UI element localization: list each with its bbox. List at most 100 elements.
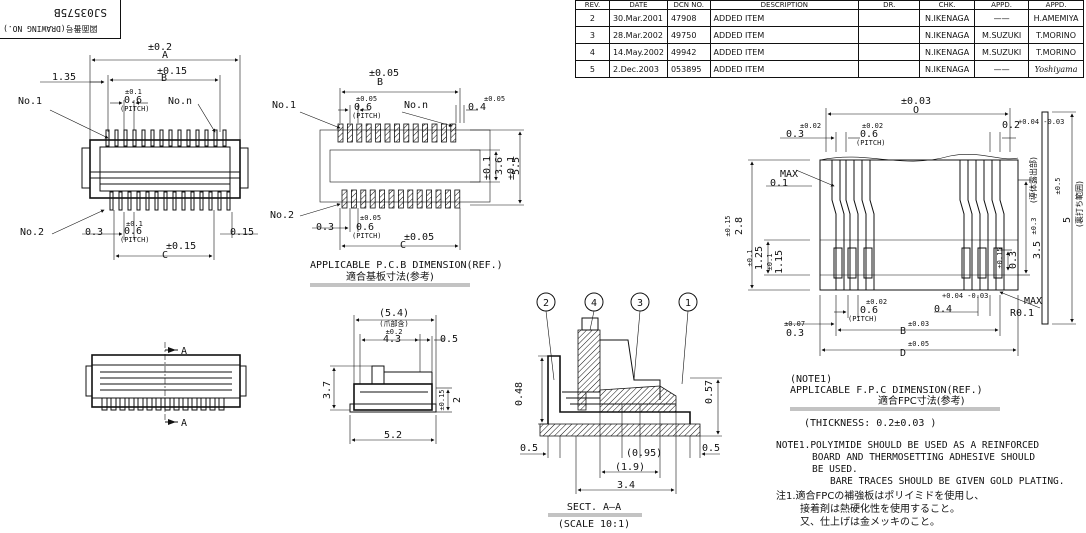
dim-b: B <box>161 73 167 84</box>
pitch-tol-bot: ±0.1 <box>126 220 143 228</box>
pcb-d04-tol: ±0.05 <box>484 95 505 103</box>
fpc-d35: 3.5 <box>1032 241 1043 259</box>
connector-pin <box>123 129 128 147</box>
pcb-pad <box>435 189 442 209</box>
pcb-pad <box>426 189 433 209</box>
connector-pin <box>132 129 137 147</box>
revision-cell-appd1: —— <box>973 60 1030 78</box>
pcb-d36-tol: ±0.1 <box>482 156 493 180</box>
front-pin <box>137 397 144 411</box>
fpc-max01-value: 0.1 <box>770 178 788 189</box>
fpc-note-head: (NOTE1) <box>790 374 832 385</box>
dim-a-tol: ±0.2 <box>148 42 172 53</box>
pcb-layout: ±0.05 B ±0.05 0.6 (PITCH) ±0.05 0.4 No.1… <box>270 68 524 287</box>
pcb-pad <box>356 123 363 143</box>
fpc-max01: MAX <box>780 169 798 180</box>
sect-d057: 0.57 <box>704 380 715 404</box>
callout-label: 4 <box>591 298 597 309</box>
pcb-pad <box>375 123 382 143</box>
fpc-d04: 0.4 <box>934 304 952 315</box>
dim-0-3: 0.3 <box>85 227 103 238</box>
pcb-pad <box>412 123 419 143</box>
pcb-pads-upper <box>337 123 457 143</box>
dim-0-15: 0.15 <box>230 227 254 238</box>
fpc-d02-tol: +0.04 -0.03 <box>1018 118 1064 126</box>
dim-1-35: 1.35 <box>52 72 76 83</box>
fpc-d5: 5 <box>1062 217 1073 223</box>
front-pin <box>182 397 189 411</box>
pcb-d03: 0.3 <box>316 222 334 233</box>
pcb-pad <box>360 189 367 209</box>
front-view: A A <box>85 342 247 429</box>
fpc-pitch-tol: ±0.02 <box>862 122 883 130</box>
fpc-b-tol: ±0.03 <box>908 320 929 328</box>
revision-cell-appd2: Yoshiyama <box>1028 60 1084 78</box>
pcb-pad <box>384 123 391 143</box>
connector-pin <box>145 191 150 211</box>
front-view-pins <box>101 397 225 411</box>
top-view-pins-lower <box>109 191 231 211</box>
label-no1: No.1 <box>18 96 42 107</box>
callout-leader <box>681 310 689 385</box>
callout-leader <box>589 310 595 331</box>
fpc-d125: 1.25 <box>754 246 765 270</box>
sect-d19: (1.9) <box>615 462 645 473</box>
front-pin <box>155 397 162 411</box>
connector-pin <box>114 129 119 147</box>
side-d05: 0.5 <box>440 334 458 345</box>
revision-cell-date: 28.Mar.2002 <box>608 26 668 44</box>
fpc-trace <box>975 160 981 290</box>
side-d37: 3.7 <box>322 381 333 399</box>
pcb-pitch: 0.6 <box>354 102 372 113</box>
connector-pin <box>204 129 209 147</box>
callout-label: 3 <box>637 298 643 309</box>
fpc-b: B <box>900 326 906 337</box>
fpc-pitch-label: (PITCH) <box>856 139 886 147</box>
fpc-contact <box>847 247 857 279</box>
pcb-no1: No.1 <box>272 100 296 111</box>
sect-d095: (0.95) <box>626 448 662 459</box>
fpc-trace <box>831 160 837 290</box>
fpc-d28-tol: ±0.15 <box>724 215 732 236</box>
fpc-trace <box>861 160 867 290</box>
fpc-d5-jp: (裏打ち範囲) <box>1074 181 1084 227</box>
fpc-d-tol: ±0.05 <box>908 340 929 348</box>
pitch-bot: 0.6 <box>124 226 142 237</box>
pcb-pad <box>416 189 423 209</box>
drawing-number-stamp: SJ03575B 図面番号(DRAWING NO.) <box>0 0 121 39</box>
sect-d05-left: 0.5 <box>520 443 538 454</box>
front-pin <box>173 397 180 411</box>
note-en-1: NOTE1.POLYIMIDE SHOULD BE USED AS A REIN… <box>776 440 1039 451</box>
pcb-pad <box>350 189 357 209</box>
pcb-b: B <box>377 77 383 88</box>
side-d54: (5.4) <box>379 308 409 319</box>
pcb-d36: 3.6 <box>494 157 505 175</box>
pcb-pad <box>403 123 410 143</box>
front-pin <box>110 397 117 411</box>
notes: NOTE1.POLYIMIDE SHOULD BE USED AS A REIN… <box>776 440 1065 528</box>
sect-title: SECT. A—A <box>567 502 621 513</box>
connector-pin <box>118 191 123 211</box>
connector-pin <box>127 191 132 211</box>
fpc-d: D <box>900 348 906 359</box>
pcb-pad <box>450 123 457 143</box>
pcb-title: APPLICABLE P.C.B DIMENSION(REF.) <box>310 260 503 271</box>
pcb-pitch-tol-bot: ±0.05 <box>360 214 381 222</box>
fpc-trace <box>999 160 1005 290</box>
fpc-d03b-tol: ±0.07 <box>784 320 805 328</box>
side-view: (5.4) (爪部含) ±0.2 4.3 0.5 3.7 ±0.15 2 5.2 <box>322 308 463 444</box>
fpc-d04-tol: +0.04 -0.03 <box>942 292 988 300</box>
front-pin <box>200 397 207 411</box>
callout-label: 1 <box>685 298 691 309</box>
front-pin <box>209 397 216 411</box>
pcb-pad <box>379 189 386 209</box>
side-d52: 5.2 <box>384 430 402 441</box>
fpc-d28: 2.8 <box>734 217 745 235</box>
pcb-pad <box>365 123 372 143</box>
pcb-d04: 0.4 <box>468 102 486 113</box>
pcb-pad <box>346 123 353 143</box>
